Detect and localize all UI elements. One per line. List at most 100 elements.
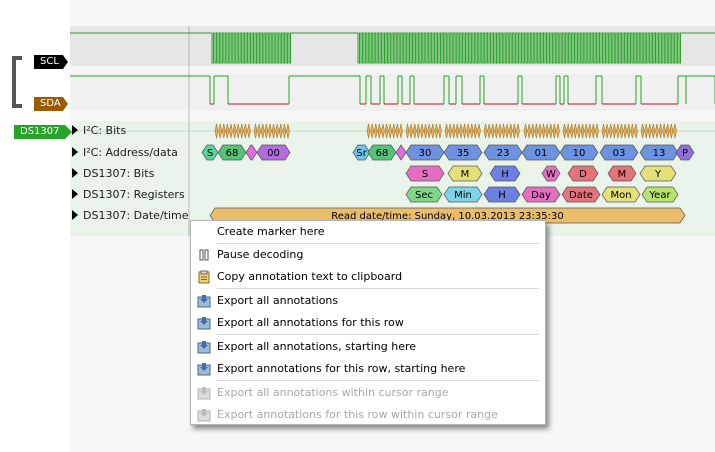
channel-header-area — [0, 0, 70, 452]
data-byte-text: 35 — [457, 148, 470, 159]
bit-annotation — [651, 123, 656, 139]
ds1307-bit-annotation: W — [541, 165, 561, 182]
export-icon — [197, 317, 211, 330]
channel-tag-scl[interactable]: SCL — [34, 55, 68, 69]
bit-annotation — [505, 123, 510, 139]
menu-separator — [217, 380, 539, 381]
menu-item-export-row[interactable]: Export all annotations for this row — [191, 312, 545, 334]
decoder-tag-ds1307[interactable]: DS1307 — [14, 125, 72, 139]
bit-annotation — [420, 123, 424, 139]
address-annotation: 68 — [217, 144, 247, 161]
bit-annotation — [516, 123, 520, 139]
channel-group-bracket — [12, 56, 22, 108]
data-byte: 01 — [521, 144, 561, 161]
data-byte: 35 — [443, 144, 483, 161]
bit-annotation — [257, 123, 262, 139]
bit-annotation — [247, 123, 251, 139]
bit-annotation — [658, 123, 663, 139]
ds1307-bit-annotation: D — [567, 165, 599, 182]
bit-annotation — [430, 123, 435, 139]
pause-icon — [199, 249, 209, 261]
menu-separator — [217, 288, 539, 289]
row-label-i2c-address-data[interactable]: I²C: Address/data — [72, 144, 178, 162]
bit-annotation — [608, 123, 613, 139]
bit-annotation — [490, 123, 495, 139]
bit-annotation — [253, 123, 258, 139]
row-label-ds1307-registers[interactable]: DS1307: Registers — [72, 186, 185, 204]
row-label-i2c-bits[interactable]: I²C: Bits — [72, 122, 126, 140]
export-icon — [197, 387, 211, 400]
bit-annotation — [512, 123, 517, 139]
bit-annotation — [566, 123, 571, 139]
menu-item-export-row-starting-here[interactable]: Export annotations for this row, startin… — [191, 358, 545, 380]
channel-name-scl: SCL — [40, 56, 59, 67]
bit-annotation — [282, 123, 287, 139]
bit-annotation — [444, 123, 449, 139]
register-annotation: Date — [561, 186, 601, 203]
expand-arrow-icon[interactable] — [72, 147, 78, 157]
bit-annotation — [221, 123, 226, 139]
register-annotation: Year — [641, 186, 679, 203]
read-bit — [395, 144, 407, 161]
datetime-annotation-text: Read date/time: Sunday, 10.03.2013 23:35… — [331, 211, 564, 222]
ds1307-bit-annotation: M — [447, 165, 483, 182]
expand-arrow-icon[interactable] — [72, 168, 78, 178]
menu-item-export-all[interactable]: Export all annotations — [191, 290, 545, 312]
bit-annotation — [498, 123, 502, 139]
expand-arrow-icon[interactable] — [72, 189, 78, 199]
menu-item-create-marker[interactable]: Create marker here — [217, 225, 325, 238]
export-icon — [197, 409, 211, 422]
bit-annotation — [655, 123, 659, 139]
expand-arrow-icon[interactable] — [72, 210, 78, 220]
bit-annotation — [391, 123, 396, 139]
ds1307-bit-annotation-text: H — [501, 169, 509, 180]
channel-tag-sda[interactable]: SDA — [34, 97, 68, 111]
register-annotation-text: Day — [531, 190, 551, 201]
bit-annotation — [577, 123, 581, 139]
bit-annotation — [427, 123, 432, 139]
menu-item-copy-annotation[interactable]: Copy annotation text to clipboard — [191, 266, 545, 288]
data-byte-text: 23 — [497, 148, 510, 159]
bit-annotation — [423, 123, 428, 139]
row-label-ds1307-bits[interactable]: DS1307: Bits — [72, 165, 154, 183]
bit-annotation — [416, 123, 421, 139]
bit-annotation — [530, 123, 535, 139]
menu-item-pause-decoding[interactable]: Pause decoding — [191, 244, 545, 266]
bit-annotation — [225, 123, 230, 139]
bit-annotation — [580, 123, 585, 139]
bit-annotation — [373, 123, 378, 139]
menu-item-export-all-cursor-range: Export all annotations within cursor ran… — [191, 382, 545, 404]
data-byte-text: 01 — [535, 148, 548, 159]
bit-annotation — [366, 123, 371, 139]
bit-annotation — [527, 123, 532, 139]
bit-annotation — [448, 123, 453, 139]
bit-annotation — [236, 123, 241, 139]
bit-annotation — [455, 123, 460, 139]
data-byte-text: 03 — [613, 148, 626, 159]
register-annotation-text: Date — [569, 190, 593, 201]
register-annotation-text: Year — [648, 190, 671, 201]
address-annotation: 68 — [367, 144, 397, 161]
start-condition-text: S — [207, 148, 213, 159]
bit-annotation — [508, 123, 513, 139]
bit-annotation — [260, 123, 265, 139]
ds1307-bit-annotation-text: W — [546, 169, 556, 180]
menu-item-export-all-starting-here[interactable]: Export all annotations, starting here — [191, 336, 545, 358]
bit-annotation — [523, 123, 528, 139]
row-label-ds1307-datetime[interactable]: DS1307: Date/time — [72, 207, 189, 225]
bit-annotation — [370, 123, 375, 139]
bit-annotation — [595, 123, 599, 139]
bit-annotation — [569, 123, 574, 139]
bit-annotation — [399, 123, 403, 139]
bit-annotation — [501, 123, 506, 139]
context-menu: Create marker here Pause decoding Copy a… — [190, 220, 546, 425]
expand-arrow-icon[interactable] — [72, 125, 78, 135]
menu-separator — [217, 334, 539, 335]
ds1307-bit-annotation-text: M — [461, 169, 470, 180]
bit-annotation — [243, 123, 248, 139]
start-condition: S — [201, 144, 219, 161]
bit-annotation — [669, 123, 674, 139]
